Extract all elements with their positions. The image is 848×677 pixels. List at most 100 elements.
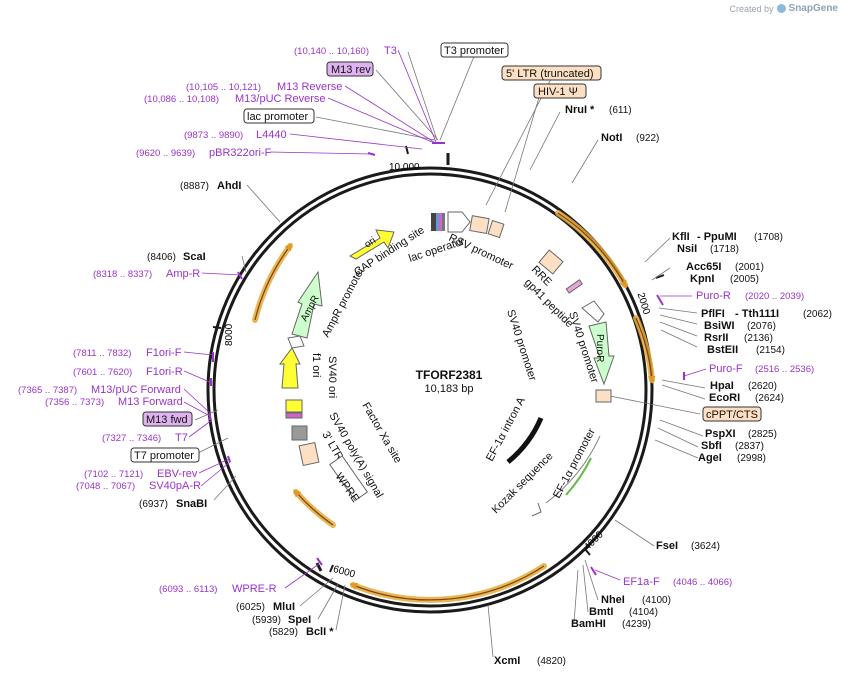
backbone-outer [206, 166, 654, 614]
plasmid-name: TFORF2381 [416, 368, 483, 382]
site-name: ScaI [183, 251, 206, 263]
primer-pos: (10,140 .. 10,160) [294, 46, 369, 57]
site-pos: (2837) [735, 441, 764, 452]
primer-pos: (8318 .. 8337) [93, 269, 152, 280]
cppt-box [595, 389, 612, 403]
site-pos: (5829) [269, 627, 298, 638]
site-name: KflI [672, 231, 690, 243]
primer-name: WPRE-R [232, 583, 277, 595]
ampr-arrow [291, 270, 323, 339]
label-kozak-sequence: Kozak sequence [490, 450, 556, 516]
primer-pos: (2516 .. 2536) [755, 364, 814, 375]
site-pos: (2624) [755, 393, 784, 404]
site-pos: (2154) [756, 345, 785, 356]
primer-name: M13/pUC Reverse [235, 93, 325, 105]
label-5-ltr: 5' LTR (truncated) [506, 68, 593, 80]
site-pos: (2136) [744, 333, 773, 344]
site-name: PflFI [701, 308, 725, 320]
site-pos: (6025) [236, 602, 265, 613]
site-name: BclI * [306, 626, 334, 638]
site-pos: (2998) [737, 453, 766, 464]
ampr-promoter-mark [287, 335, 305, 349]
primer-pos: (10,086 .. 10,108) [144, 94, 219, 105]
feature-tick-bottom [315, 562, 323, 572]
gp41-box [565, 279, 583, 294]
label-m13-rev: M13 rev [331, 64, 371, 76]
label-rsv-promoter: RSV promoter [447, 232, 516, 272]
site-name: MluI [273, 601, 295, 613]
primer-marks [209, 142, 685, 576]
t7-promoter-box [130, 447, 200, 463]
site-name: NheI [601, 594, 625, 606]
primer-name: SV40pA-R [149, 480, 201, 492]
credit-brand: SnapGene [788, 3, 838, 14]
primer-name: Puro-F [709, 363, 743, 375]
primer-name: T7 [175, 432, 188, 444]
primer-name: T3 [384, 45, 397, 57]
site-name: NotI [601, 132, 622, 144]
site-name: EcoRI [709, 392, 740, 404]
primer-pos: (6093 .. 6113) [159, 584, 217, 595]
ef1a-promoter-outline [545, 435, 601, 504]
primer-name: M13 Reverse [277, 81, 342, 93]
label-lac-promoter: lac promoter [247, 111, 308, 123]
boxed-labels: M13 rev T3 promoter lac promoter 5' LTR … [130, 42, 762, 463]
sv40-promoter-arrow [581, 300, 605, 323]
site-pos: (2005) [730, 274, 759, 285]
site-name: BstEII [707, 344, 738, 356]
rre-box [538, 249, 564, 275]
lac-promoter-box [243, 108, 315, 124]
tick-label-10000: 10,000 [389, 162, 420, 173]
primer-name: EF1a-F [623, 576, 660, 588]
kozak-mark [531, 502, 542, 517]
site-name: SpeI [288, 614, 311, 626]
primer-name: M13/pUC Forward [91, 384, 181, 396]
site-name: BmtI [589, 606, 613, 618]
primer-pos: (7365 .. 7387) [18, 385, 77, 396]
rsv-promoter-arrow [447, 211, 471, 233]
site-name: Acc65I [686, 261, 721, 273]
m13-rev-box [326, 61, 374, 77]
label-factor-xa-site: Factor Xa site [359, 401, 403, 466]
site-pos: (4100) [642, 595, 671, 606]
primer-pos: (7811 .. 7832) [73, 348, 131, 359]
label-ampr-promoter: AmpR promoter [320, 265, 367, 339]
site-pos: (922) [636, 133, 659, 144]
f1-ori-arrow [279, 347, 301, 389]
tick-label-6000: 6000 [332, 564, 357, 580]
site-pos: (1708) [754, 232, 783, 243]
site-pos: (6937) [139, 499, 168, 510]
site-name: AhdI [217, 180, 241, 192]
label-sv40-promoter-inner: SV40 promoter [504, 308, 538, 382]
primer-name: F1ori-R [146, 366, 183, 378]
label-ef1a-promoter: EF-1α promoter [551, 426, 598, 500]
primer-pos: (4046 .. 4066) [673, 577, 732, 588]
feature-block-b [436, 213, 439, 231]
site-pos: (8887) [180, 181, 209, 192]
site-pos: (2062) [803, 309, 832, 320]
primer-name: Puro-R [696, 290, 731, 302]
site-pos: (4820) [537, 656, 566, 667]
site-name: - Tth111I [735, 308, 779, 320]
primer-pos: (7102 .. 7121) [84, 469, 143, 480]
site-name: AgeI [698, 452, 722, 464]
site-pos: (2076) [747, 321, 776, 332]
site-pos: (2620) [748, 381, 777, 392]
site-pos: (4104) [629, 607, 658, 618]
m13-fwd-box [142, 411, 193, 427]
primer-pos: (7601 .. 7620) [73, 367, 132, 378]
primer-pos: (7356 .. 7373) [45, 397, 104, 408]
label-sv40-ori: SV40 ori [326, 356, 338, 398]
ltr3-box [298, 441, 320, 467]
feature-block-d [442, 213, 445, 231]
wpre-box [329, 455, 369, 502]
site-pos: (8406) [147, 252, 176, 263]
primer-name: F1ori-F [146, 347, 182, 359]
site-name: HpaI [710, 380, 734, 392]
primer-pos: (9620 .. 9639) [136, 148, 195, 159]
site-name: BsiWI [704, 320, 735, 332]
label-hiv-psi: HIV-1 Ψ [538, 86, 578, 98]
primer-name: L4440 [256, 129, 287, 141]
primer-name: M13 Forward [118, 396, 183, 408]
